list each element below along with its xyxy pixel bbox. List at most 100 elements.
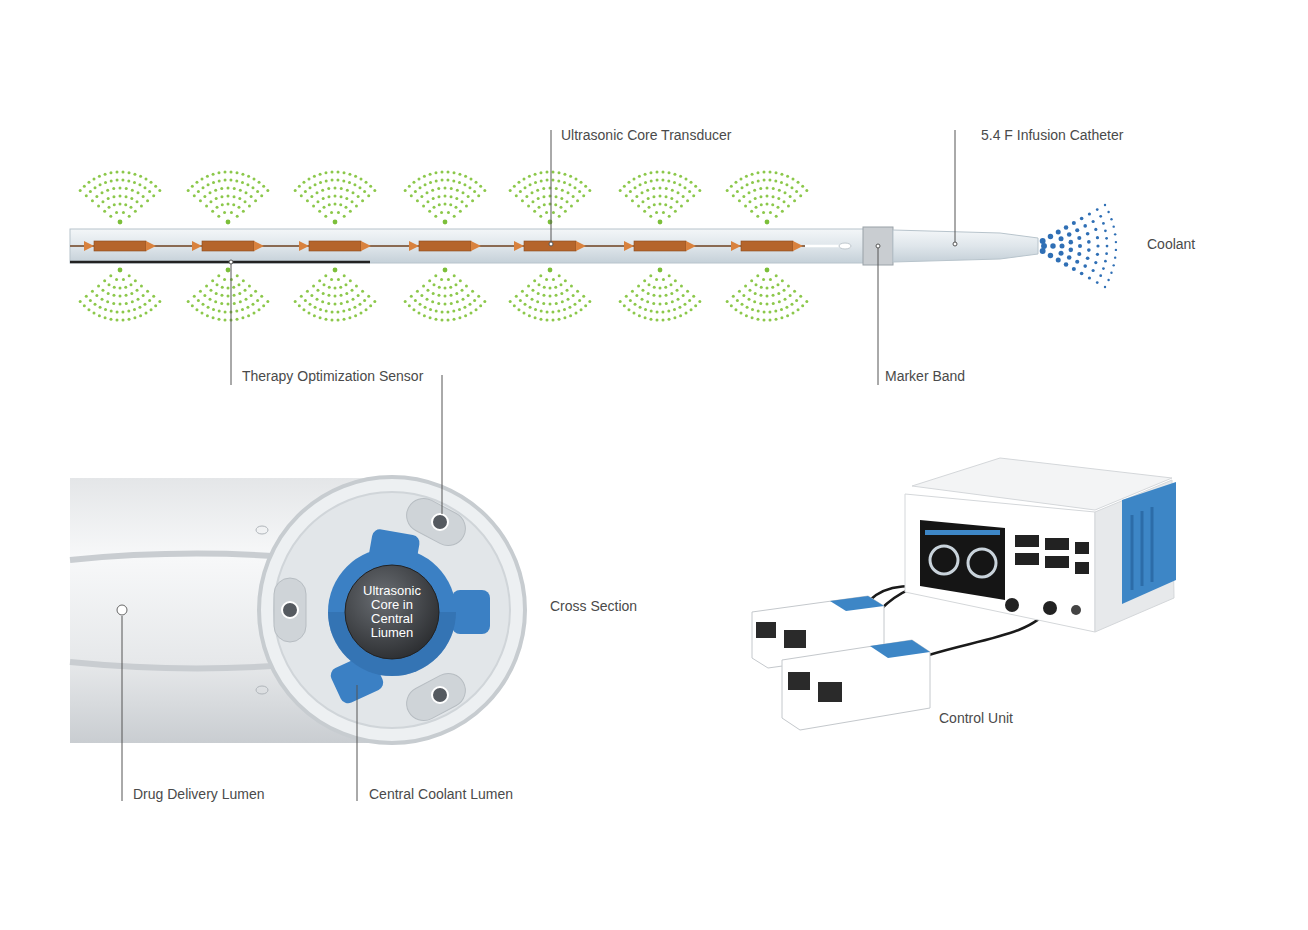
illustration-part <box>734 181 737 184</box>
illustration-part <box>742 294 745 297</box>
illustration-part <box>771 203 774 206</box>
illustration-part <box>766 295 769 298</box>
illustration-part <box>205 205 208 208</box>
illustration-part <box>539 215 542 218</box>
illustration-part <box>557 310 560 313</box>
illustration-part <box>905 494 1095 632</box>
illustration-part <box>312 205 315 208</box>
illustration-part <box>741 303 744 306</box>
illustration-part <box>302 181 305 184</box>
illustration-part <box>513 304 516 307</box>
illustration-part <box>658 268 663 273</box>
illustration-part <box>118 220 123 225</box>
illustration-part <box>369 304 372 307</box>
illustration-part <box>449 286 452 289</box>
illustration-part <box>146 290 149 293</box>
illustration-part <box>795 299 798 302</box>
illustration-part <box>633 312 636 315</box>
illustration-part <box>462 298 465 301</box>
illustration-part <box>674 210 677 213</box>
illustration-part <box>112 294 115 297</box>
illustration-part <box>1045 556 1069 568</box>
illustration-part <box>748 191 751 194</box>
illustration-part <box>676 200 679 203</box>
illustration-part <box>333 268 338 273</box>
illustration-part <box>659 303 662 306</box>
illustration-part <box>327 302 330 305</box>
illustration-part <box>206 175 209 178</box>
illustration-part <box>336 310 339 313</box>
illustration-part <box>649 171 652 174</box>
illustration-part <box>646 300 649 303</box>
illustration-part <box>428 210 431 213</box>
illustration-part <box>1096 253 1099 256</box>
illustration-part <box>238 197 241 200</box>
illustration-part <box>760 286 763 289</box>
illustration-part <box>237 283 240 286</box>
illustration-part <box>236 171 239 174</box>
illustration-part <box>531 289 534 292</box>
illustration-part <box>441 179 444 182</box>
illustration-part <box>771 286 774 289</box>
illustration-part <box>801 185 804 188</box>
illustration-part <box>346 300 349 303</box>
illustration-part <box>99 183 102 186</box>
illustration-part <box>312 284 315 287</box>
part-label: Central Coolant Lumen <box>369 786 513 803</box>
illustration-part <box>128 215 131 218</box>
illustration-part <box>763 310 766 313</box>
illustration-part <box>542 187 545 190</box>
illustration-part <box>732 194 735 197</box>
illustration-part <box>321 300 324 303</box>
illustration-part <box>839 243 851 249</box>
illustration-part <box>669 206 672 209</box>
illustration-part <box>351 200 354 203</box>
illustration-part <box>266 189 269 192</box>
illustration-part <box>333 220 338 225</box>
illustration-part <box>336 179 339 182</box>
illustration-part <box>682 294 685 297</box>
illustration-part <box>650 179 653 182</box>
illustration-part <box>119 303 122 306</box>
illustration-part <box>330 318 333 321</box>
illustration-part <box>101 191 104 194</box>
illustration-part <box>549 242 553 246</box>
illustration-part <box>569 175 572 178</box>
illustration-part <box>653 286 656 289</box>
illustration-part <box>217 215 220 218</box>
illustration-part <box>1067 232 1072 237</box>
illustration-part <box>223 171 226 174</box>
illustration-part <box>251 186 254 189</box>
illustration-part <box>212 316 215 319</box>
illustration-part <box>109 318 112 321</box>
illustration-part <box>664 203 667 206</box>
illustration-part <box>308 312 311 315</box>
illustration-part <box>769 171 772 174</box>
illustration-part <box>434 171 437 174</box>
illustration-part <box>193 194 196 197</box>
illustration-part <box>306 199 309 202</box>
illustration-part <box>124 286 127 289</box>
illustration-part <box>1094 261 1097 264</box>
illustration-part <box>318 279 321 282</box>
illustration-part <box>238 292 241 295</box>
illustration-part <box>220 195 223 198</box>
illustration-part <box>1087 248 1091 252</box>
illustration-part <box>404 189 407 192</box>
illustration-part <box>925 530 1000 535</box>
illustration-part <box>343 274 346 277</box>
illustration-part <box>893 230 1038 262</box>
illustration-part <box>104 316 107 319</box>
illustration-part <box>236 274 239 277</box>
illustration-part <box>772 302 775 305</box>
illustration-part <box>665 294 668 297</box>
illustration-part <box>531 200 534 203</box>
illustration-part <box>653 203 656 206</box>
illustration-part <box>241 173 244 176</box>
illustration-part <box>340 187 343 190</box>
illustration-part <box>201 177 204 180</box>
illustration-part <box>668 274 671 277</box>
illustration-part <box>793 290 796 293</box>
illustration-part <box>143 303 146 306</box>
illustration-part <box>122 211 125 214</box>
